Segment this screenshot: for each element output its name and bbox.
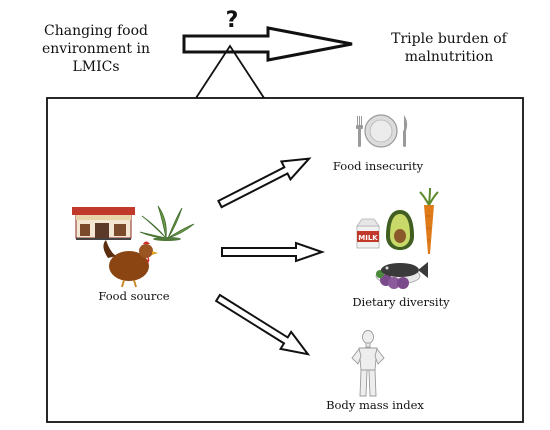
changing-food-environment-label: Changing food environment in LMICs — [26, 22, 166, 76]
food-insecurity-label: Food insecurity — [332, 159, 424, 173]
fork-icon — [356, 116, 363, 147]
fulcrum-triangle — [195, 44, 265, 99]
arrow-to-body-mass-index — [214, 293, 311, 356]
main-arrow — [182, 26, 353, 62]
body-mass-index-label: Body mass index — [326, 398, 424, 412]
left-label-line-1: Changing food — [44, 23, 148, 39]
main-box — [46, 97, 524, 423]
arrow-to-dietary-diversity — [221, 241, 326, 263]
plate-icon — [364, 114, 398, 148]
knife-icon — [403, 115, 408, 147]
milk-carton-icon: MILK — [356, 218, 380, 249]
food-source-label: Food source — [98, 289, 170, 303]
fish-plate-icon — [375, 262, 428, 289]
right-label-line-2: malnutrition — [404, 49, 494, 65]
carrot-icon — [419, 187, 439, 254]
dietary-diversity-label: Dietary diversity — [352, 295, 450, 309]
crop-plant-icon — [139, 205, 195, 241]
arrow-to-food-insecurity — [217, 157, 312, 209]
chicken-icon — [103, 240, 158, 288]
market-stall-icon — [72, 207, 135, 240]
avocado-icon — [386, 210, 414, 250]
right-label-line-1: Triple burden of — [391, 31, 507, 47]
human-figure-icon — [351, 330, 385, 397]
svg-text:MILK: MILK — [358, 234, 378, 242]
question-mark: ? — [225, 8, 239, 33]
left-label-line-3: LMICs — [72, 59, 120, 75]
triple-burden-label: Triple burden of malnutrition — [374, 30, 524, 66]
left-label-line-2: environment in — [42, 41, 150, 57]
